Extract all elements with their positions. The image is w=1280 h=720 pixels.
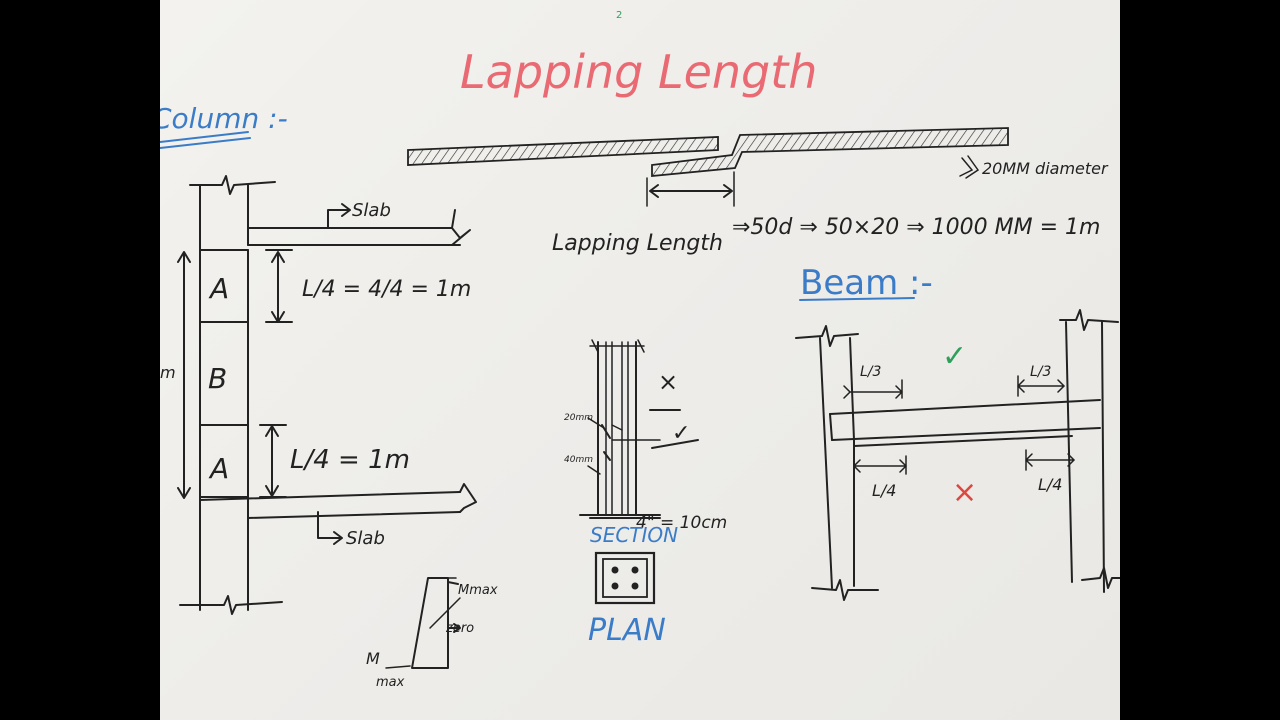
cover-note: 4" = 10cm <box>636 513 727 533</box>
whiteboard: 2 Lapping Length Column :- 20MM diameter… <box>160 0 1120 720</box>
dim-20mm: 20mm <box>564 413 593 423</box>
beam-l3-right: L/3 <box>1030 364 1051 380</box>
slab-label-bottom: Slab <box>346 528 385 549</box>
mmax-bottom-m: M <box>366 649 380 668</box>
beam-l4-right: L/4 <box>1038 475 1062 494</box>
bar-diameter-note: 20MM diameter <box>982 159 1109 178</box>
moment-diagram: Mmax zero M max <box>366 577 498 690</box>
mmax-top: Mmax <box>458 583 498 598</box>
plan-label: PLAN <box>588 613 666 648</box>
formula-expression: ⇒50d ⇒ 50×20 ⇒ 1000 MM = 1m <box>732 215 1100 240</box>
whiteboard-drawing: 2 Lapping Length Column :- 20MM diameter… <box>160 10 1120 690</box>
mmax-bottom-sub: max <box>376 675 405 690</box>
beam-diagram: L/3 L/3 L/4 L/4 ✓ × <box>795 309 1120 601</box>
zone-b: B <box>208 362 227 395</box>
beam-l4-left: L/4 <box>872 481 896 500</box>
top-mark: 2 <box>616 10 622 21</box>
page-title: Lapping Length <box>460 45 817 99</box>
section-cross: × <box>658 368 678 396</box>
section-diagram: 20mm 40mm × ✓ 4" = 10cm SECTION PLAN <box>564 339 727 648</box>
section-tick: ✓ <box>672 421 690 446</box>
dim-bottom: L/4 = 1m <box>290 445 410 475</box>
column-heading: Column :- <box>160 102 288 135</box>
column-diagram: A B A m L/4 = 4/4 = 1m L/4 = 1m Slab Sla… <box>160 175 477 615</box>
beam-cross: × <box>952 475 977 510</box>
zone-a-bottom: A <box>208 452 229 485</box>
beam-heading: Beam :- <box>800 263 933 303</box>
beam-tick: ✓ <box>942 339 967 374</box>
dim-top: L/4 = 4/4 = 1m <box>302 277 471 302</box>
zone-a-top: A <box>208 272 229 305</box>
slab-label-top: Slab <box>352 200 391 221</box>
section-label: SECTION <box>590 523 678 547</box>
lap-splice-diagram: 20MM diameter <box>407 127 1109 207</box>
formula-label: Lapping Length <box>552 231 723 256</box>
moment-zero: zero <box>445 621 474 636</box>
beam-l3-left: L/3 <box>860 364 881 380</box>
dim-40mm: 40mm <box>564 455 593 465</box>
column-total-label: m <box>160 363 176 382</box>
